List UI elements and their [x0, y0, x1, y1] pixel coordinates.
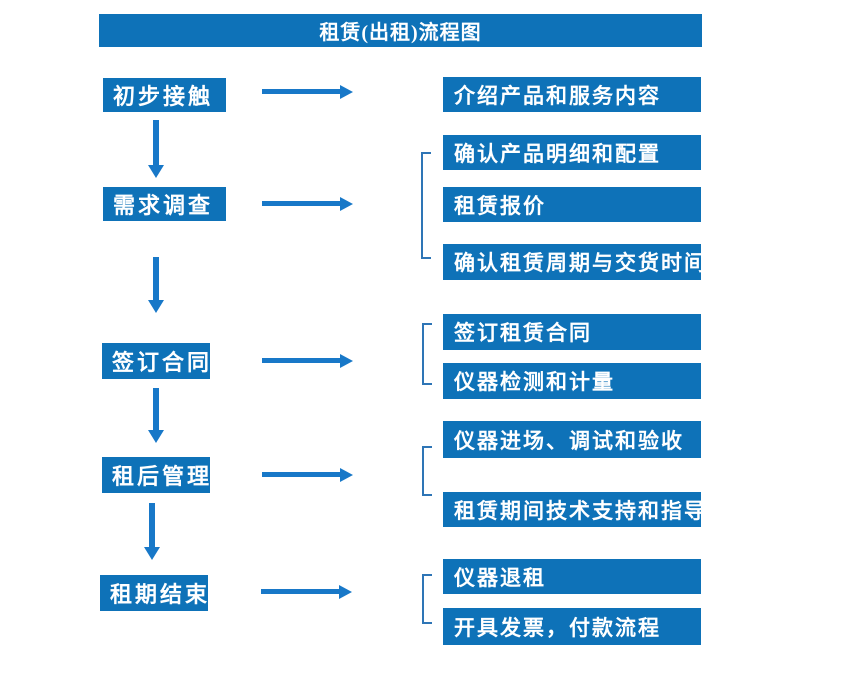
group-bracket-icon: [422, 574, 432, 624]
detail-box-invoice-payment: 开具发票，付款流程: [443, 608, 701, 645]
right-arrow-icon: [262, 468, 353, 482]
detail-label: 租赁报价: [454, 193, 546, 218]
detail-label: 仪器检测和计量: [454, 370, 615, 394]
down-arrow-icon: [148, 120, 165, 178]
arrow-head: [340, 85, 353, 99]
arrow-head: [148, 300, 164, 313]
arrow-head: [340, 197, 353, 211]
step-box-post-rental-management: 租后管理: [102, 457, 210, 493]
detail-label: 介绍产品和服务内容: [454, 83, 661, 108]
down-arrow-icon: [148, 388, 165, 443]
arrow-head: [340, 354, 353, 368]
group-bracket-icon: [422, 323, 432, 385]
detail-box-technical-support: 租赁期间技术支持和指导: [443, 492, 705, 527]
step-label: 签订合同: [112, 350, 213, 375]
detail-box-instrument-setup-acceptance: 仪器进场、调试和验收: [443, 421, 701, 458]
arrow-head: [148, 165, 164, 178]
step-box-sign-contract: 签订合同: [102, 343, 210, 379]
detail-box-introduce-products: 介绍产品和服务内容: [443, 77, 701, 112]
step-label: 租后管理: [112, 464, 213, 489]
detail-label: 确认租赁周期与交货时间: [454, 251, 707, 275]
detail-box-instrument-testing: 仪器检测和计量: [443, 363, 701, 399]
arrow-shaft: [149, 503, 155, 548]
arrow-shaft: [262, 472, 341, 477]
arrow-shaft: [262, 201, 341, 206]
detail-label: 确认产品明细和配置: [454, 141, 661, 166]
right-arrow-icon: [262, 354, 353, 368]
group-bracket-icon: [421, 152, 431, 259]
right-arrow-icon: [262, 85, 353, 99]
arrow-head: [339, 585, 352, 599]
flowchart-title: 租赁(出租)流程图: [319, 22, 482, 44]
right-arrow-icon: [262, 197, 353, 211]
detail-label: 仪器进场、调试和验收: [454, 428, 684, 453]
arrow-shaft: [262, 358, 341, 363]
detail-label: 仪器退租: [454, 565, 546, 590]
detail-box-confirm-product-details: 确认产品明细和配置: [443, 135, 701, 170]
arrow-shaft: [261, 589, 340, 594]
down-arrow-icon: [144, 503, 161, 560]
step-box-initial-contact: 初步接触: [103, 78, 226, 112]
group-bracket-icon: [422, 446, 432, 496]
detail-box-sign-rental-contract: 签订租赁合同: [443, 314, 701, 350]
arrow-head: [144, 547, 160, 560]
arrow-shaft: [153, 120, 159, 166]
down-arrow-icon: [148, 257, 165, 313]
arrow-shaft: [153, 388, 159, 431]
step-label: 租期结束: [110, 582, 211, 607]
right-arrow-icon: [261, 585, 352, 599]
detail-label: 签订租赁合同: [454, 321, 592, 345]
step-box-rental-end: 租期结束: [100, 575, 208, 611]
arrow-head: [340, 468, 353, 482]
detail-box-instrument-return: 仪器退租: [443, 559, 701, 594]
step-box-demand-survey: 需求调查: [103, 187, 226, 221]
arrow-shaft: [153, 257, 159, 301]
flowchart-title-bar: 租赁(出租)流程图: [99, 14, 702, 47]
detail-box-rental-quote: 租赁报价: [443, 187, 701, 222]
detail-label: 开具发票，付款流程: [454, 615, 661, 640]
step-label: 需求调查: [113, 193, 214, 218]
detail-box-confirm-rental-period: 确认租赁周期与交货时间: [443, 244, 705, 280]
arrow-head: [148, 430, 164, 443]
detail-label: 租赁期间技术支持和指导: [454, 498, 707, 523]
step-label: 初步接触: [113, 84, 214, 109]
arrow-shaft: [262, 89, 341, 94]
